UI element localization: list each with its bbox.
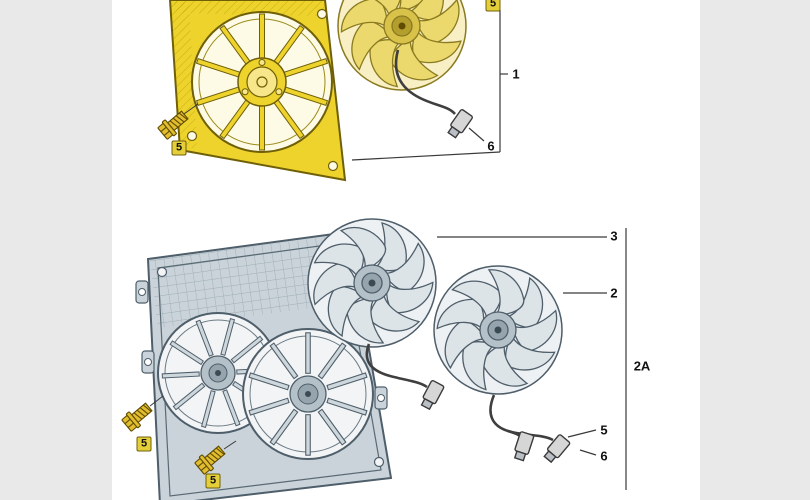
callout-6-list[interactable]: 6 xyxy=(600,448,608,464)
callout-5-screw-left[interactable]: 5 xyxy=(136,436,152,452)
callout-5-screw-top[interactable]: 5 xyxy=(171,140,187,156)
callout-lines-top xyxy=(351,10,508,161)
callout-5-list[interactable]: 5 xyxy=(600,422,608,438)
single-fan-shroud[interactable] xyxy=(168,0,347,182)
fan-wire-and-connector-item3[interactable] xyxy=(365,343,446,412)
callout-lines-bottom xyxy=(437,228,627,490)
fan-item-2[interactable] xyxy=(408,241,583,417)
callout-1[interactable]: 1 xyxy=(512,66,520,82)
callout-3[interactable]: 3 xyxy=(610,228,618,244)
screw-bottom-middle[interactable] xyxy=(193,440,237,477)
screw-top[interactable] xyxy=(156,103,199,142)
fan-wire-and-connectors-item2[interactable] xyxy=(489,394,572,465)
callout-5-screw-bottom[interactable]: 5 xyxy=(205,473,221,489)
callout-2[interactable]: 2 xyxy=(610,285,618,301)
callout-5-fan-top[interactable]: 5 xyxy=(485,0,501,12)
fan-wire-and-connector-top[interactable] xyxy=(394,49,474,140)
callout-6-top[interactable]: 6 xyxy=(487,138,495,154)
dual-fan-shroud[interactable] xyxy=(135,230,393,500)
screw-bottom-left[interactable] xyxy=(120,395,164,434)
callout-2A[interactable]: 2A xyxy=(633,358,651,374)
single-fan[interactable] xyxy=(318,0,483,109)
fan-item-3[interactable] xyxy=(303,215,437,351)
